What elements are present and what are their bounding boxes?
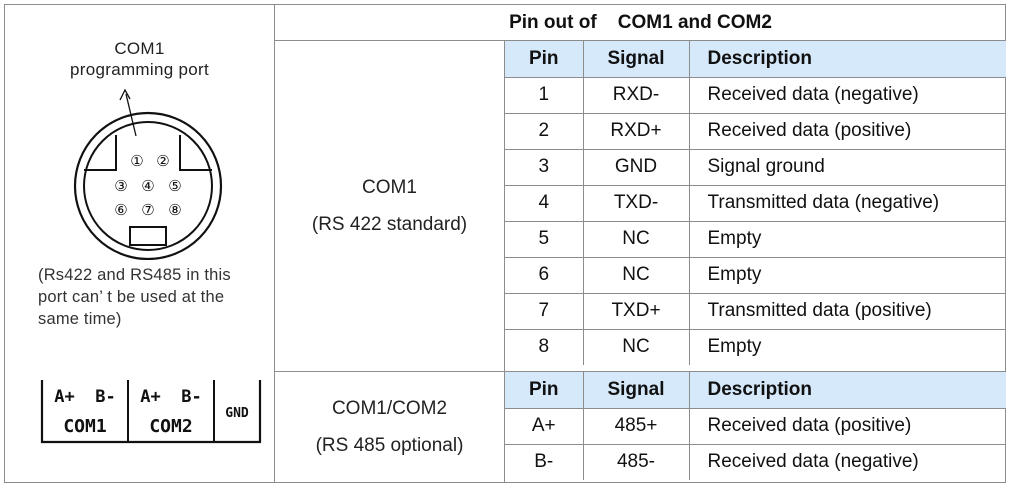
pin-3-label: ③	[114, 177, 127, 195]
connector-outer-ring	[73, 111, 223, 260]
terminal-block-diagram: A+ B- COM1 A+ B- COM2 GND	[40, 380, 262, 444]
com2-pins-label: A+ B-	[140, 387, 201, 407]
pin-cell: 8	[505, 329, 584, 365]
group-com1-com2-label: COM1/COM2 (RS 485 optional)	[275, 371, 505, 483]
connector-key-left	[84, 135, 117, 171]
left-panel: COM1 programming port ① ② ③ ④ ⑤ ⑥ ⑦ ⑧ (R…	[4, 4, 275, 483]
table-title-ports: COM1 and COM2	[617, 12, 772, 33]
signal-cell: RXD-	[583, 77, 690, 114]
description-cell: Transmitted data (positive)	[689, 293, 1006, 330]
connector-inner-ring	[83, 121, 213, 251]
note-line-1: (Rs422 and RS485 in this	[38, 266, 231, 284]
pin-cell: A+	[505, 408, 584, 445]
pin-cell: B-	[505, 444, 584, 480]
mini-din-connector-icon: ① ② ③ ④ ⑤ ⑥ ⑦ ⑧	[73, 88, 223, 260]
signal-cell: RXD+	[583, 113, 690, 150]
pin-cell: 5	[505, 221, 584, 258]
port-caption-line2: programming port	[70, 60, 209, 79]
group-com1-com2-mode: (RS 485 optional)	[315, 435, 464, 456]
pin-5-label: ⑤	[168, 177, 181, 195]
group-com1-label: COM1 (RS 422 standard)	[275, 41, 505, 371]
table-row: A+485+Received data (positive)	[505, 408, 1006, 445]
table-row: B-485- Received data (negative)	[505, 444, 1006, 480]
gnd-terminal-label: GND	[225, 406, 249, 421]
signal-cell: 485+	[583, 408, 690, 445]
description-cell: Empty	[689, 257, 1006, 294]
description-cell: Empty	[707, 336, 762, 358]
com1-pins-label: A+ B-	[54, 387, 115, 407]
header-pin: Pin	[505, 41, 584, 78]
pin-cell: 3	[505, 149, 584, 186]
header-description: Description	[689, 372, 1006, 409]
pin-cell: 7	[505, 293, 584, 330]
signal-cell: TXD+	[583, 293, 690, 330]
header-pin: Pin	[505, 372, 584, 409]
pin-cell: 4	[505, 185, 584, 222]
arrow-head-icon	[119, 88, 131, 101]
description-cell: Signal ground	[689, 149, 1006, 186]
signal-cell: GND	[583, 149, 690, 186]
description-cell: Received data (positive)	[689, 113, 1006, 150]
pin-1-label: ①	[130, 152, 143, 170]
header-description: Description	[689, 41, 1006, 78]
signal-cell: NC	[583, 329, 690, 365]
pinout-table-panel: Pin out of COM1 and COM2 COM1 (RS 422 st…	[275, 4, 1006, 483]
pin-cell: 1	[505, 77, 584, 114]
signal-cell: 485-	[583, 444, 690, 480]
description-cell: Empty	[689, 221, 1006, 258]
note-line-3: same time)	[38, 310, 122, 328]
description-cell: Received data (positive)	[689, 408, 1006, 445]
usage-note: (Rs422 and RS485 in this port can’ t be …	[38, 264, 278, 330]
connector-key-right	[179, 135, 212, 171]
pin-cell: 2	[505, 113, 584, 150]
connector-bottom-notch	[129, 226, 167, 246]
description-cell: Received data (negative)	[707, 451, 919, 473]
group-separator	[275, 371, 1006, 372]
note-line-2: port can’ t be used at the	[38, 288, 225, 306]
header-signal: Signal	[583, 372, 690, 409]
pin-7-label: ⑦	[141, 201, 154, 219]
pin-6-label: ⑥	[114, 201, 127, 219]
description-cell: Transmitted data (negative)	[689, 185, 1006, 222]
pin-cell: 6	[505, 257, 584, 294]
port-caption: COM1 programming port	[4, 38, 275, 80]
group-com1-mode: (RS 422 standard)	[311, 214, 468, 235]
pin-2-label: ②	[156, 152, 169, 170]
signal-cell: NC	[583, 221, 690, 258]
description-cell: Received data (negative)	[689, 77, 1006, 114]
port-caption-line1: COM1	[114, 39, 165, 58]
header-signal: Signal	[583, 41, 690, 78]
pin-8-label: ⑧	[168, 201, 181, 219]
signal-cell: NC	[583, 257, 690, 294]
com1-terminal-label: COM1	[63, 416, 106, 437]
group-com1-com2-name: COM1/COM2	[331, 398, 448, 419]
table-title-prefix: Pin out of	[509, 12, 597, 33]
pin-4-label: ④	[141, 177, 154, 195]
table-title: Pin out of COM1 and COM2	[275, 4, 1006, 41]
terminal-frame	[40, 380, 262, 444]
signal-cell: TXD-	[583, 185, 690, 222]
com2-terminal-label: COM2	[149, 416, 192, 437]
group-com1-name: COM1	[362, 177, 417, 198]
